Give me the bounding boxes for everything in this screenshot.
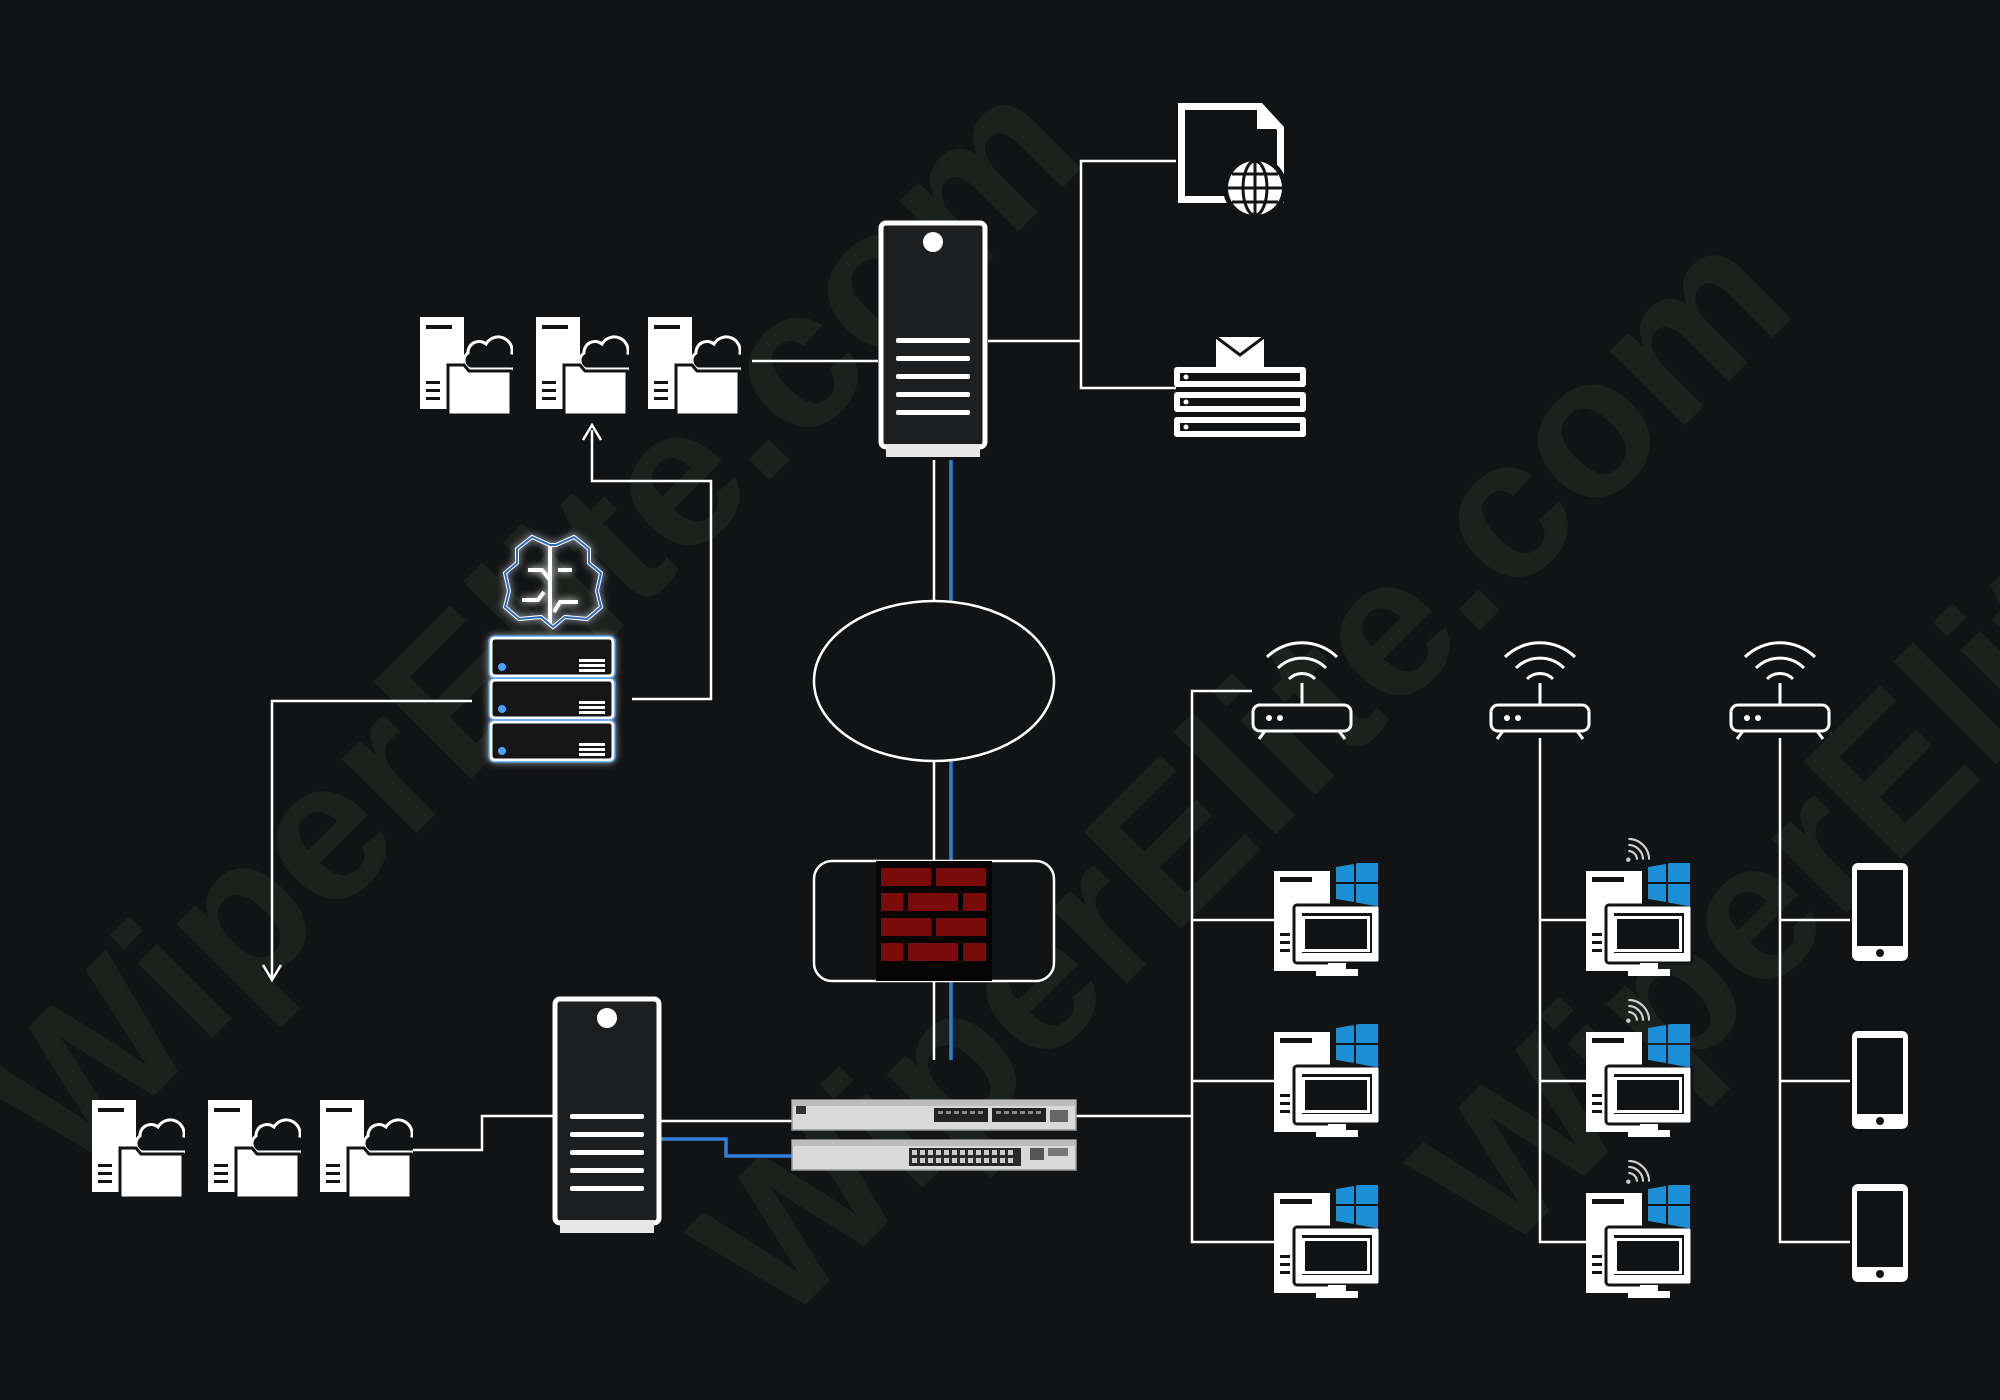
network-switch-icon bbox=[791, 1099, 1077, 1131]
wifi-router-icon bbox=[1489, 641, 1591, 740]
cloud-file-server-icon bbox=[418, 315, 513, 415]
smartphone-icon bbox=[1852, 863, 1908, 961]
windows-desktop-icon bbox=[1584, 1185, 1694, 1300]
core-server-top bbox=[881, 223, 985, 457]
smartphone-icon bbox=[1852, 1031, 1908, 1129]
internet-cloud bbox=[812, 599, 1056, 763]
windows-desktop-icon bbox=[1272, 863, 1382, 978]
windows-desktops-wired bbox=[1272, 863, 1382, 1300]
windows-desktop-icon bbox=[1584, 1024, 1694, 1139]
core-server-bottom bbox=[555, 999, 659, 1233]
firewall-icon bbox=[812, 859, 1056, 983]
cloud-file-server-icon bbox=[318, 1098, 413, 1198]
windows-desktop-icon bbox=[1584, 863, 1694, 978]
cloud-file-server-icon bbox=[534, 315, 629, 415]
mail-server-icon bbox=[1174, 335, 1306, 437]
mobile-devices bbox=[1852, 863, 1908, 1282]
ai-brain-server-icon bbox=[488, 534, 616, 763]
network-switch-icon bbox=[791, 1139, 1077, 1171]
windows-desktops-wireless bbox=[1584, 838, 1694, 1300]
web-document-icon bbox=[1178, 103, 1287, 220]
cloud-file-server-icon bbox=[206, 1098, 301, 1198]
windows-desktop-icon bbox=[1272, 1024, 1382, 1139]
connection-lines bbox=[261, 159, 1850, 1244]
smartphone-icon bbox=[1852, 1184, 1908, 1282]
windows-desktop-icon bbox=[1272, 1185, 1382, 1300]
